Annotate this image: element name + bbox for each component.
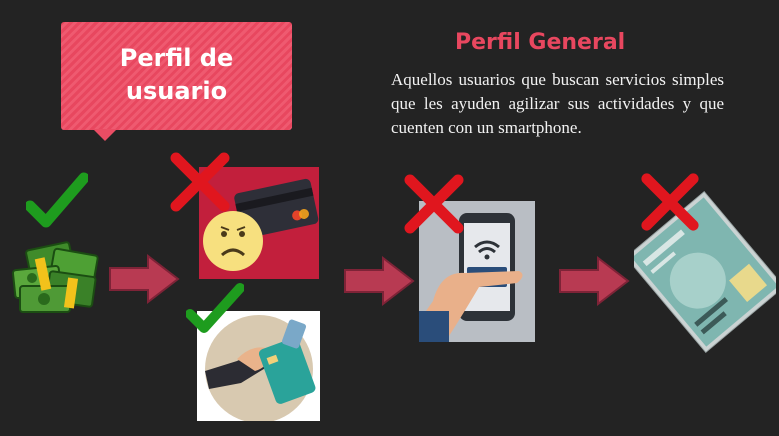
paper-cheque-icon [634, 191, 776, 353]
profile-title: Perfil General [455, 30, 626, 55]
money-stack-icon [11, 241, 99, 313]
checkmark-icon [186, 283, 244, 333]
cross-icon [404, 174, 464, 234]
arrow-right-icon [109, 254, 180, 304]
callout-title: Perfil de usuario [61, 42, 292, 108]
smartphone-contactless-payment-icon [419, 201, 535, 342]
cross-icon [170, 152, 230, 212]
user-profile-callout: Perfil de usuario [61, 22, 292, 130]
cross-icon [641, 173, 699, 231]
arrow-right-icon [344, 256, 415, 306]
callout-tail [93, 129, 117, 141]
callout-line-1: Perfil de [119, 44, 234, 72]
sad-face-credit-card-icon [199, 167, 319, 279]
checkmark-icon [26, 172, 88, 228]
profile-description: Aquellos usuarios que buscan servicios s… [391, 70, 724, 137]
arrow-right-icon [559, 256, 630, 306]
hand-paying-with-card-icon [197, 311, 320, 421]
callout-line-2: usuario [125, 77, 228, 105]
